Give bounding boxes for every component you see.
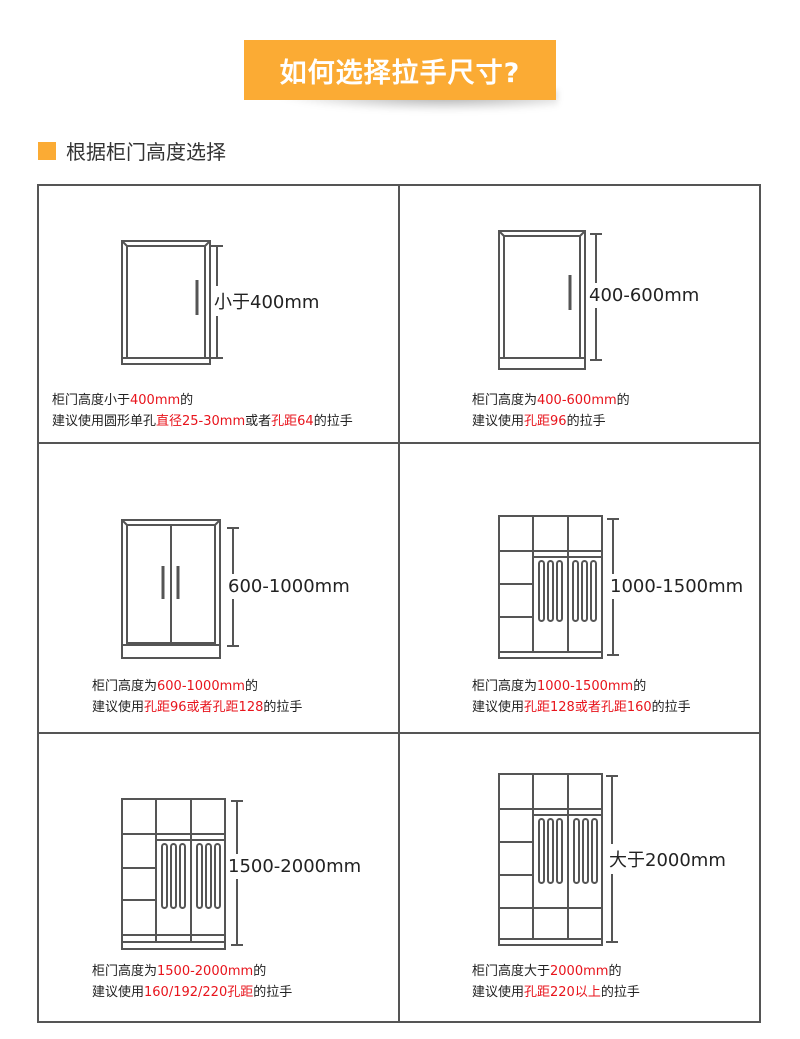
- single-door-short-cabinet-icon: [121, 240, 211, 365]
- section-header: 根据柜门高度选择: [38, 136, 226, 165]
- caption-line-2: 建议使用孔距128或者孔距160的拉手: [472, 700, 691, 715]
- dimension-cap-top: [227, 527, 239, 529]
- caption: 柜门高度为600-1000mm的 建议使用孔距96或者孔距128的拉手: [92, 676, 302, 718]
- dimension-cap-top: [211, 245, 223, 247]
- dimension-label: 400-600mm: [589, 283, 700, 308]
- dimension-cap-bottom: [606, 941, 618, 943]
- dimension-cap-top: [607, 518, 619, 520]
- guide-cell-600-1000: 600-1000mm 柜门高度为600-1000mm的 建议使用孔距96或者孔距…: [39, 444, 400, 734]
- caption: 柜门高度为1000-1500mm的 建议使用孔距128或者孔距160的拉手: [472, 676, 691, 718]
- dimension-label: 1500-2000mm: [228, 854, 362, 879]
- caption-line-1: 柜门高度大于2000mm的: [472, 964, 622, 979]
- dimension-cap-top: [231, 800, 243, 802]
- dimension-label: 600-1000mm: [228, 574, 350, 599]
- caption-line-1: 柜门高度为1500-2000mm的: [92, 964, 267, 979]
- height-guide-grid: 小于400mm 柜门高度小于400mm的 建议使用圆形单孔直径25-30mm或者…: [37, 184, 761, 1023]
- caption: 柜门高度为1500-2000mm的 建议使用160/192/220孔距的拉手: [92, 961, 292, 1003]
- guide-cell-over-2000: 大于2000mm 柜门高度大于2000mm的 建议使用孔距220以上的拉手: [400, 734, 761, 1023]
- title-banner: 如何选择拉手尺寸?: [244, 40, 558, 112]
- caption-line-1: 柜门高度为600-1000mm的: [92, 679, 258, 694]
- wardrobe-large-icon: [498, 773, 603, 946]
- dimension-cap-bottom: [227, 645, 239, 647]
- caption-line-2: 建议使用圆形单孔直径25-30mm或者孔距64的拉手: [52, 414, 353, 429]
- section-title: 根据柜门高度选择: [66, 140, 226, 164]
- caption-line-2: 建议使用160/192/220孔距的拉手: [92, 985, 293, 1000]
- wardrobe-small-icon: [498, 515, 603, 659]
- banner-title: 如何选择拉手尺寸?: [244, 40, 556, 100]
- wardrobe-medium-icon: [121, 798, 226, 950]
- section-marker-icon: [38, 141, 56, 160]
- caption: 柜门高度小于400mm的 建议使用圆形单孔直径25-30mm或者孔距64的拉手: [52, 390, 353, 432]
- caption-line-2: 建议使用孔距220以上的拉手: [472, 985, 640, 1000]
- single-door-tall-cabinet-icon: [498, 230, 586, 370]
- caption-line-1: 柜门高度为1000-1500mm的: [472, 679, 647, 694]
- dimension-cap-top: [606, 775, 618, 777]
- dimension-cap-bottom: [590, 359, 602, 361]
- double-door-cabinet-icon: [121, 519, 221, 659]
- caption: 柜门高度为400-600mm的 建议使用孔距96的拉手: [472, 390, 630, 432]
- caption-line-1: 柜门高度小于400mm的: [52, 393, 194, 408]
- caption-line-2: 建议使用孔距96的拉手: [472, 414, 606, 429]
- dimension-cap-top: [590, 233, 602, 235]
- dimension-cap-bottom: [211, 357, 223, 359]
- caption-line-1: 柜门高度为400-600mm的: [472, 393, 630, 408]
- guide-cell-1500-2000: 1500-2000mm 柜门高度为1500-2000mm的 建议使用160/19…: [39, 734, 400, 1023]
- guide-cell-under-400: 小于400mm 柜门高度小于400mm的 建议使用圆形单孔直径25-30mm或者…: [39, 186, 400, 444]
- dimension-cap-bottom: [231, 944, 243, 946]
- dimension-label: 小于400mm: [214, 286, 320, 316]
- caption-line-2: 建议使用孔距96或者孔距128的拉手: [92, 700, 303, 715]
- guide-cell-1000-1500: 1000-1500mm 柜门高度为1000-1500mm的 建议使用孔距128或…: [400, 444, 761, 734]
- caption: 柜门高度大于2000mm的 建议使用孔距220以上的拉手: [472, 961, 640, 1003]
- dimension-label: 大于2000mm: [609, 844, 726, 874]
- dimension-cap-bottom: [607, 654, 619, 656]
- dimension-label: 1000-1500mm: [610, 574, 744, 599]
- guide-cell-400-600: 400-600mm 柜门高度为400-600mm的 建议使用孔距96的拉手: [400, 186, 761, 444]
